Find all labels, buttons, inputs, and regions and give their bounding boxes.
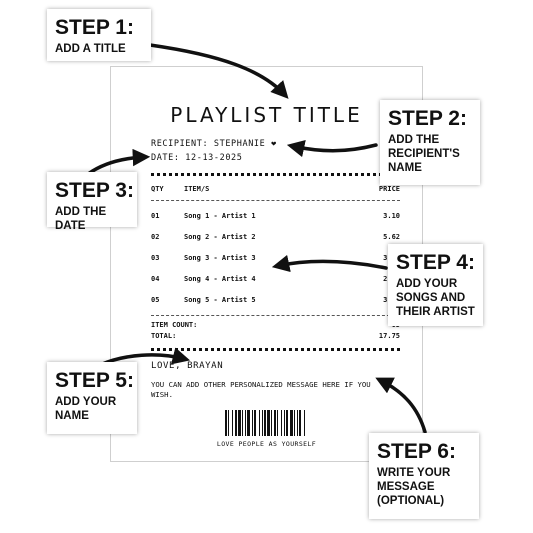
- row-qty: 02: [151, 233, 160, 241]
- row-qty: 01: [151, 212, 160, 220]
- signoff: LOVE, BRAYAN: [151, 361, 224, 371]
- barcode-bar: [290, 410, 293, 436]
- barcode-bar: [254, 410, 256, 436]
- step-1-callout: STEP 1: ADD A TITLE: [47, 9, 151, 61]
- barcode-bar: [271, 410, 272, 436]
- step-5-text: ADD YOUR NAME: [55, 396, 117, 422]
- step-6-title: STEP 6:: [377, 440, 456, 463]
- step-3-text: ADD THE DATE: [55, 206, 107, 232]
- barcode-bar: [238, 410, 241, 436]
- step-1-title: STEP 1:: [55, 16, 134, 39]
- barcode-bar: [294, 410, 295, 436]
- table-header: QTY ITEM/S PRICE: [151, 185, 400, 195]
- heart-icon: ❤: [271, 139, 277, 149]
- row-price: 5.62: [383, 233, 400, 241]
- barcode-bar: [277, 410, 278, 436]
- row-qty: 05: [151, 296, 160, 304]
- barcode-bar: [281, 410, 282, 436]
- step-4-callout: STEP 4: ADD YOUR SONGS AND THEIR ARTIST: [388, 244, 483, 326]
- barcode-bar: [228, 410, 229, 436]
- step-6-text: WRITE YOUR MESSAGE (OPTIONAL): [377, 467, 451, 507]
- barcode-bar: [259, 410, 260, 436]
- dashed-divider: [151, 200, 400, 201]
- step-4-title: STEP 4:: [396, 251, 475, 274]
- barcode-bar: [247, 410, 250, 436]
- total-label: TOTAL:: [151, 332, 177, 340]
- header-item: ITEM/S: [184, 185, 210, 193]
- recipient-line: RECIPIENT: STEPHANIE ❤: [151, 139, 277, 149]
- barcode-bar: [235, 410, 237, 436]
- barcode-icon: [225, 410, 305, 436]
- step-2-title: STEP 2:: [388, 107, 467, 130]
- step-3-callout: STEP 3: ADD THE DATE: [47, 172, 137, 232]
- step-5-callout: STEP 5: ADD YOUR NAME: [47, 362, 137, 434]
- barcode-bar: [286, 410, 288, 436]
- barcode-bar: [297, 410, 298, 436]
- step-5-title: STEP 5:: [55, 369, 134, 392]
- row-qty: 03: [151, 254, 160, 262]
- barcode-bar: [252, 410, 253, 436]
- row-item: Song 5 - Artist 5: [184, 296, 256, 304]
- dotted-divider: [151, 173, 400, 176]
- step-2-text: ADD THE RECIPIENT'S NAME: [388, 134, 460, 174]
- step-4-text: ADD YOUR SONGS AND THEIR ARTIST: [396, 278, 475, 318]
- step-3-title: STEP 3:: [55, 179, 134, 202]
- table-row: 03 Song 3 - Artist 3 3.58: [151, 254, 400, 264]
- barcode-bar: [245, 410, 246, 436]
- row-item: Song 3 - Artist 3: [184, 254, 256, 262]
- row-item: Song 2 - Artist 2: [184, 233, 256, 241]
- row-item: Song 4 - Artist 4: [184, 275, 256, 283]
- barcode-caption: LOVE PEOPLE AS YOURSELF: [216, 440, 317, 448]
- barcode-bar: [262, 410, 263, 436]
- barcode-bar: [284, 410, 285, 436]
- item-count-label: ITEM COUNT:: [151, 321, 198, 329]
- header-price: PRICE: [378, 185, 400, 193]
- row-item: Song 1 - Artist 1: [184, 212, 256, 220]
- step-2-callout: STEP 2: ADD THE RECIPIENT'S NAME: [380, 100, 480, 185]
- playlist-title: PLAYLIST TITLE: [170, 103, 363, 127]
- recipient-text: RECIPIENT: STEPHANIE: [151, 139, 266, 149]
- dashed-divider: [151, 315, 400, 316]
- barcode-bar: [225, 410, 227, 436]
- row-price: 3.10: [383, 212, 400, 220]
- row-qty: 04: [151, 275, 160, 283]
- personal-message: YOU CAN ADD OTHER PERSONALIZED MESSAGE H…: [151, 380, 371, 399]
- barcode-bar: [242, 410, 243, 436]
- dotted-divider: [151, 348, 400, 351]
- table-row: 04 Song 4 - Artist 4 2.45: [151, 275, 400, 285]
- barcode-bar: [232, 410, 233, 436]
- receipt-card: PLAYLIST TITLE RECIPIENT: STEPHANIE ❤ DA…: [110, 66, 423, 462]
- barcode-bar: [274, 410, 276, 436]
- header-qty: QTY: [151, 185, 164, 193]
- date-line: DATE: 12-13-2025: [151, 153, 243, 163]
- step-1-text: ADD A TITLE: [55, 43, 126, 55]
- table-row: 02 Song 2 - Artist 2 5.62: [151, 233, 400, 243]
- table-row: 05 Song 5 - Artist 5 3.00: [151, 296, 400, 306]
- barcode-bar: [264, 410, 266, 436]
- barcode-bar: [299, 410, 301, 436]
- barcode-bar: [267, 410, 270, 436]
- table-row: 01 Song 1 - Artist 1 3.10: [151, 212, 400, 222]
- barcode-bar: [304, 410, 305, 436]
- step-6-callout: STEP 6: WRITE YOUR MESSAGE (OPTIONAL): [369, 433, 479, 519]
- total-value: 17.75: [378, 332, 400, 340]
